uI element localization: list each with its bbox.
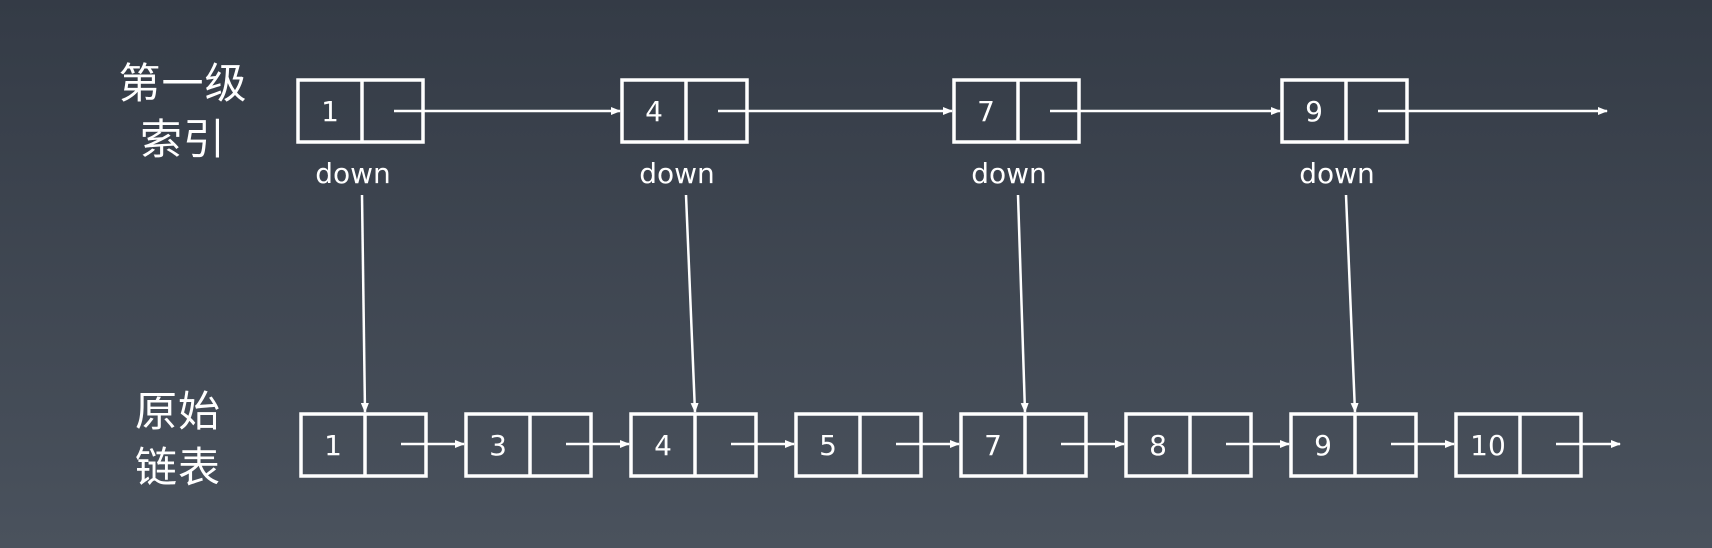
index-row-label-line2: 索引 xyxy=(139,115,226,164)
index-row: 1 4 7 9 down down down down xyxy=(296,78,1608,190)
original-row-label-line2: 链表 xyxy=(134,443,221,492)
node-value: 8 xyxy=(1149,429,1167,462)
index-row-label-line1: 第一级 xyxy=(118,59,248,108)
node-value: 10 xyxy=(1470,429,1506,462)
down-label: down xyxy=(639,157,715,190)
down-label: down xyxy=(315,157,391,190)
down-label: down xyxy=(1299,157,1375,190)
node-value: 1 xyxy=(324,429,342,462)
node-value: 3 xyxy=(489,429,507,462)
node-value: 5 xyxy=(819,429,837,462)
down-links xyxy=(360,194,1359,413)
node-value: 4 xyxy=(654,429,672,462)
original-row: 1 3 4 5 7 8 9 10 xyxy=(299,412,1621,478)
down-pointer-arrow xyxy=(1016,194,1029,413)
node-value: 9 xyxy=(1305,95,1323,128)
node-value: 7 xyxy=(977,95,995,128)
down-pointer-arrow xyxy=(1344,194,1359,413)
index-row-label: 第一级 索引 xyxy=(108,56,258,168)
down-label: down xyxy=(971,157,1047,190)
node-value: 1 xyxy=(321,95,339,128)
down-pointer-arrow xyxy=(360,194,369,413)
original-row-label: 原始 链表 xyxy=(118,384,238,496)
node-value: 4 xyxy=(645,95,663,128)
down-pointer-arrow xyxy=(684,194,699,413)
original-row-label-line1: 原始 xyxy=(134,387,221,436)
node-value: 9 xyxy=(1314,429,1332,462)
node-value: 7 xyxy=(984,429,1002,462)
